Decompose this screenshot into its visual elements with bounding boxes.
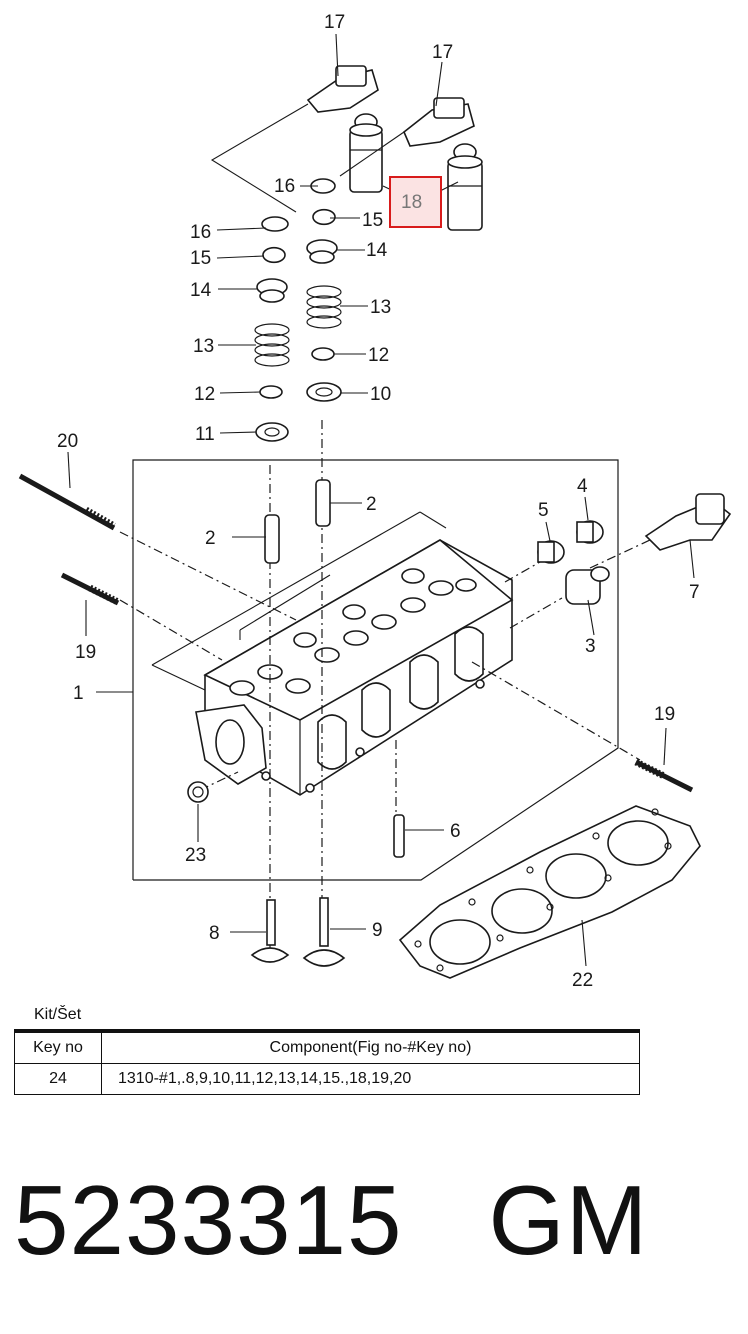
callout-16: 16 (190, 222, 211, 243)
callout-13: 13 (193, 336, 214, 357)
valve-train-right (302, 97, 483, 967)
callout-23: 23 (185, 845, 206, 866)
callout-17: 17 (432, 42, 453, 63)
callout-19: 19 (75, 642, 96, 663)
head-gasket-22 (398, 805, 701, 979)
callout-8: 8 (209, 923, 220, 944)
callout-6: 6 (450, 821, 461, 842)
callout-4: 4 (577, 476, 588, 497)
stud-20 (18, 473, 116, 531)
callout-15: 15 (190, 248, 211, 269)
header-component: Component(Fig no-#Key no) (101, 1030, 640, 1064)
callout-14: 14 (366, 240, 388, 261)
callout-2: 2 (205, 528, 216, 549)
callout-2: 2 (366, 494, 377, 515)
callout-13: 13 (370, 297, 391, 318)
exploded-diagram: 17 17 16 18 16 15 15 14 14 13 13 12 12 1… (18, 12, 732, 991)
plug-4 (576, 520, 604, 544)
kit-caption: Kit/Šet (34, 1006, 82, 1023)
part-number-line: 5233315 GM (14, 1165, 648, 1275)
stud-19-right (634, 758, 694, 793)
kit-table: Key no Component(Fig no-#Key no) 24 1310… (14, 1029, 640, 1095)
callout-18[interactable]: 18 (401, 192, 422, 213)
leader-lines (67, 33, 695, 967)
kit-components-cell: 1310-#1,.8,9,10,11,12,13,14,15.,18,19,20 (101, 1063, 640, 1095)
valve-train-left (250, 65, 383, 963)
assembly-frame (132, 459, 619, 881)
callout-10: 10 (370, 384, 391, 405)
callout-7: 7 (689, 582, 700, 603)
callout-19: 19 (654, 704, 675, 725)
plug-23 (187, 781, 209, 803)
callout-11: 11 (195, 424, 215, 445)
kit-key-cell: 24 (14, 1063, 102, 1095)
callout-16: 16 (274, 176, 295, 197)
callout-12: 12 (194, 384, 215, 405)
callout-3: 3 (585, 636, 596, 657)
callout-9: 9 (372, 920, 383, 941)
callout-5: 5 (538, 500, 549, 521)
header-key-no: Key no (14, 1030, 102, 1064)
callout-17: 17 (324, 12, 345, 33)
plug-5 (537, 540, 565, 564)
housing-3 (565, 566, 610, 605)
callout-15: 15 (362, 210, 383, 231)
brand-name: GM (488, 1165, 649, 1275)
kit-table-header: Key no Component(Fig no-#Key no) (14, 1030, 640, 1064)
part-number: 5233315 (14, 1165, 403, 1275)
cylinder-head (151, 511, 514, 796)
callout-20: 20 (57, 431, 78, 452)
stud-19-left (60, 572, 120, 606)
table-row: 24 1310-#1,.8,9,10,11,12,13,14,15.,18,19… (14, 1063, 640, 1095)
highlight-box-18[interactable] (389, 176, 442, 228)
callout-14: 14 (190, 280, 212, 301)
callout-12: 12 (368, 345, 389, 366)
callout-1: 1 (73, 683, 84, 704)
callout-22: 22 (572, 970, 593, 991)
sensor-7 (644, 493, 732, 551)
dowel-6 (393, 814, 405, 858)
